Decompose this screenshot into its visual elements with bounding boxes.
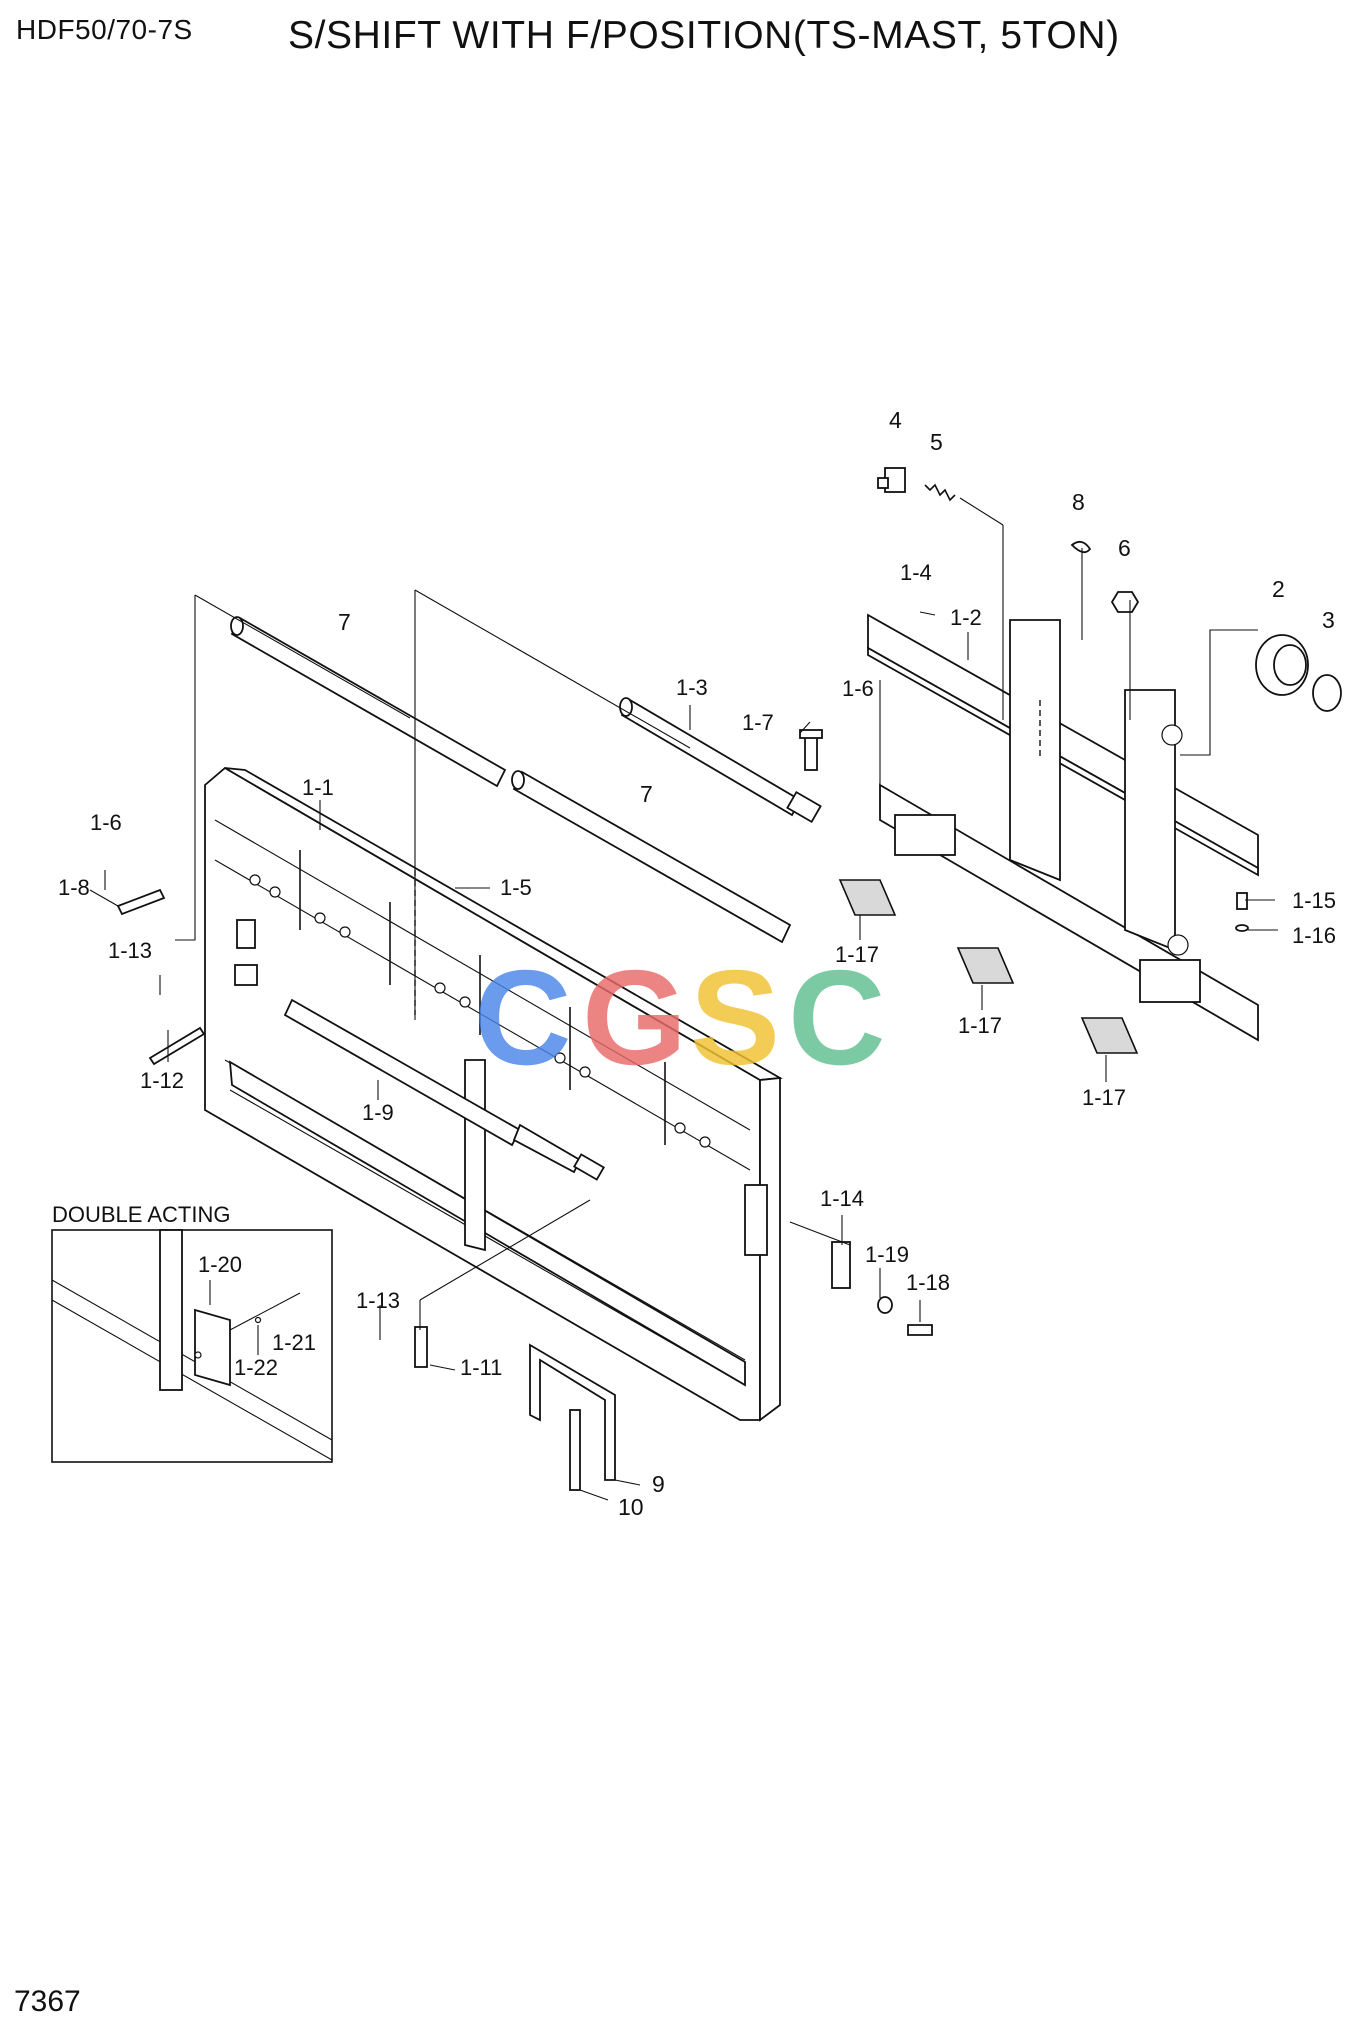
callout-1-19: 1-19 [865,1242,909,1267]
callout-1-14: 1-14 [820,1186,864,1211]
callout-labels: 4 5 8 6 2 3 1-4 1-2 7 7 1-3 1-7 1-6 1-1 … [52,407,1336,1520]
callout-1-22: 1-22 [234,1355,278,1380]
callout-1-4: 1-4 [900,560,932,585]
callout-9: 9 [652,1471,665,1497]
callout-1-17-c: 1-17 [1082,1085,1126,1110]
callout-1-5: 1-5 [500,875,532,900]
carriage-frame [204,766,783,1422]
callout-1-12: 1-12 [140,1068,184,1093]
callout-1-16: 1-16 [1292,923,1336,948]
clip-part-8 [1070,540,1092,554]
watermark-letter-c2: C [788,942,886,1093]
pin-1-7 [799,729,823,771]
wear-pads [838,879,1139,1054]
nut-part-6 [1110,591,1140,613]
callout-10: 10 [618,1494,644,1520]
watermark-letter-c: C [474,942,572,1093]
snap-ring [1312,674,1342,712]
callout-8: 8 [1072,489,1085,515]
callout-inset-title: DOUBLE ACTING [52,1202,230,1227]
callout-1-8: 1-8 [58,875,90,900]
watermark-letter-g: G [582,942,687,1093]
callout-1-17-b: 1-17 [958,1013,1002,1038]
callout-1-3: 1-3 [676,675,708,700]
shaft-lower [511,770,792,944]
roller-part-4 [877,467,906,493]
callout-1-18: 1-18 [906,1270,950,1295]
washer-1-16 [1235,924,1249,932]
inset-double-acting [51,1229,333,1463]
rear-carrier-bar [867,613,1259,1042]
callout-2: 2 [1272,576,1285,602]
shaft-upper [230,616,507,788]
spring-part-5 [924,483,956,502]
callout-4: 4 [889,407,902,433]
callout-1-13-left: 1-13 [108,938,152,963]
callout-7-upper: 7 [338,609,351,635]
bearing [1255,634,1309,696]
page-number: 7367 [14,1985,81,2018]
callout-1-1: 1-1 [302,775,334,800]
callout-1-13-right: 1-13 [356,1288,400,1313]
bolt-1-18 [907,1324,933,1336]
watermark-letter-s: S [690,942,780,1093]
pin-1-11 [414,1326,428,1368]
leader-lines [89,497,1278,1501]
callout-1-20: 1-20 [198,1252,242,1277]
plates-9-10 [529,1343,616,1491]
callout-1-21: 1-21 [272,1330,316,1355]
watermark-logo: C G S C [474,942,886,1093]
bolt-1-15 [1236,892,1248,910]
callout-1-11: 1-11 [460,1355,502,1380]
page-title: S/SHIFT WITH F/POSITION(TS-MAST, 5TON) [288,14,1120,57]
shaft-1-3 [619,697,822,824]
callout-1-9: 1-9 [362,1100,394,1125]
callout-1-6-right: 1-6 [842,676,874,701]
callout-6: 6 [1118,535,1131,561]
shift-cylinder [283,998,605,1181]
callout-1-17-a: 1-17 [835,942,879,967]
pin-1-12 [148,1026,206,1066]
callout-1-15: 1-15 [1292,888,1336,913]
callout-7-lower: 7 [640,781,653,807]
callout-3: 3 [1322,607,1335,633]
callout-1-6-left: 1-6 [90,810,122,835]
model-code: HDF50/70-7S [16,14,193,45]
washer-1-19 [877,1296,893,1314]
plate-1-14 [831,1241,851,1289]
callout-5: 5 [930,429,943,455]
callout-1-2: 1-2 [950,605,982,630]
pin-1-8 [116,888,166,916]
callout-1-7: 1-7 [742,710,774,735]
